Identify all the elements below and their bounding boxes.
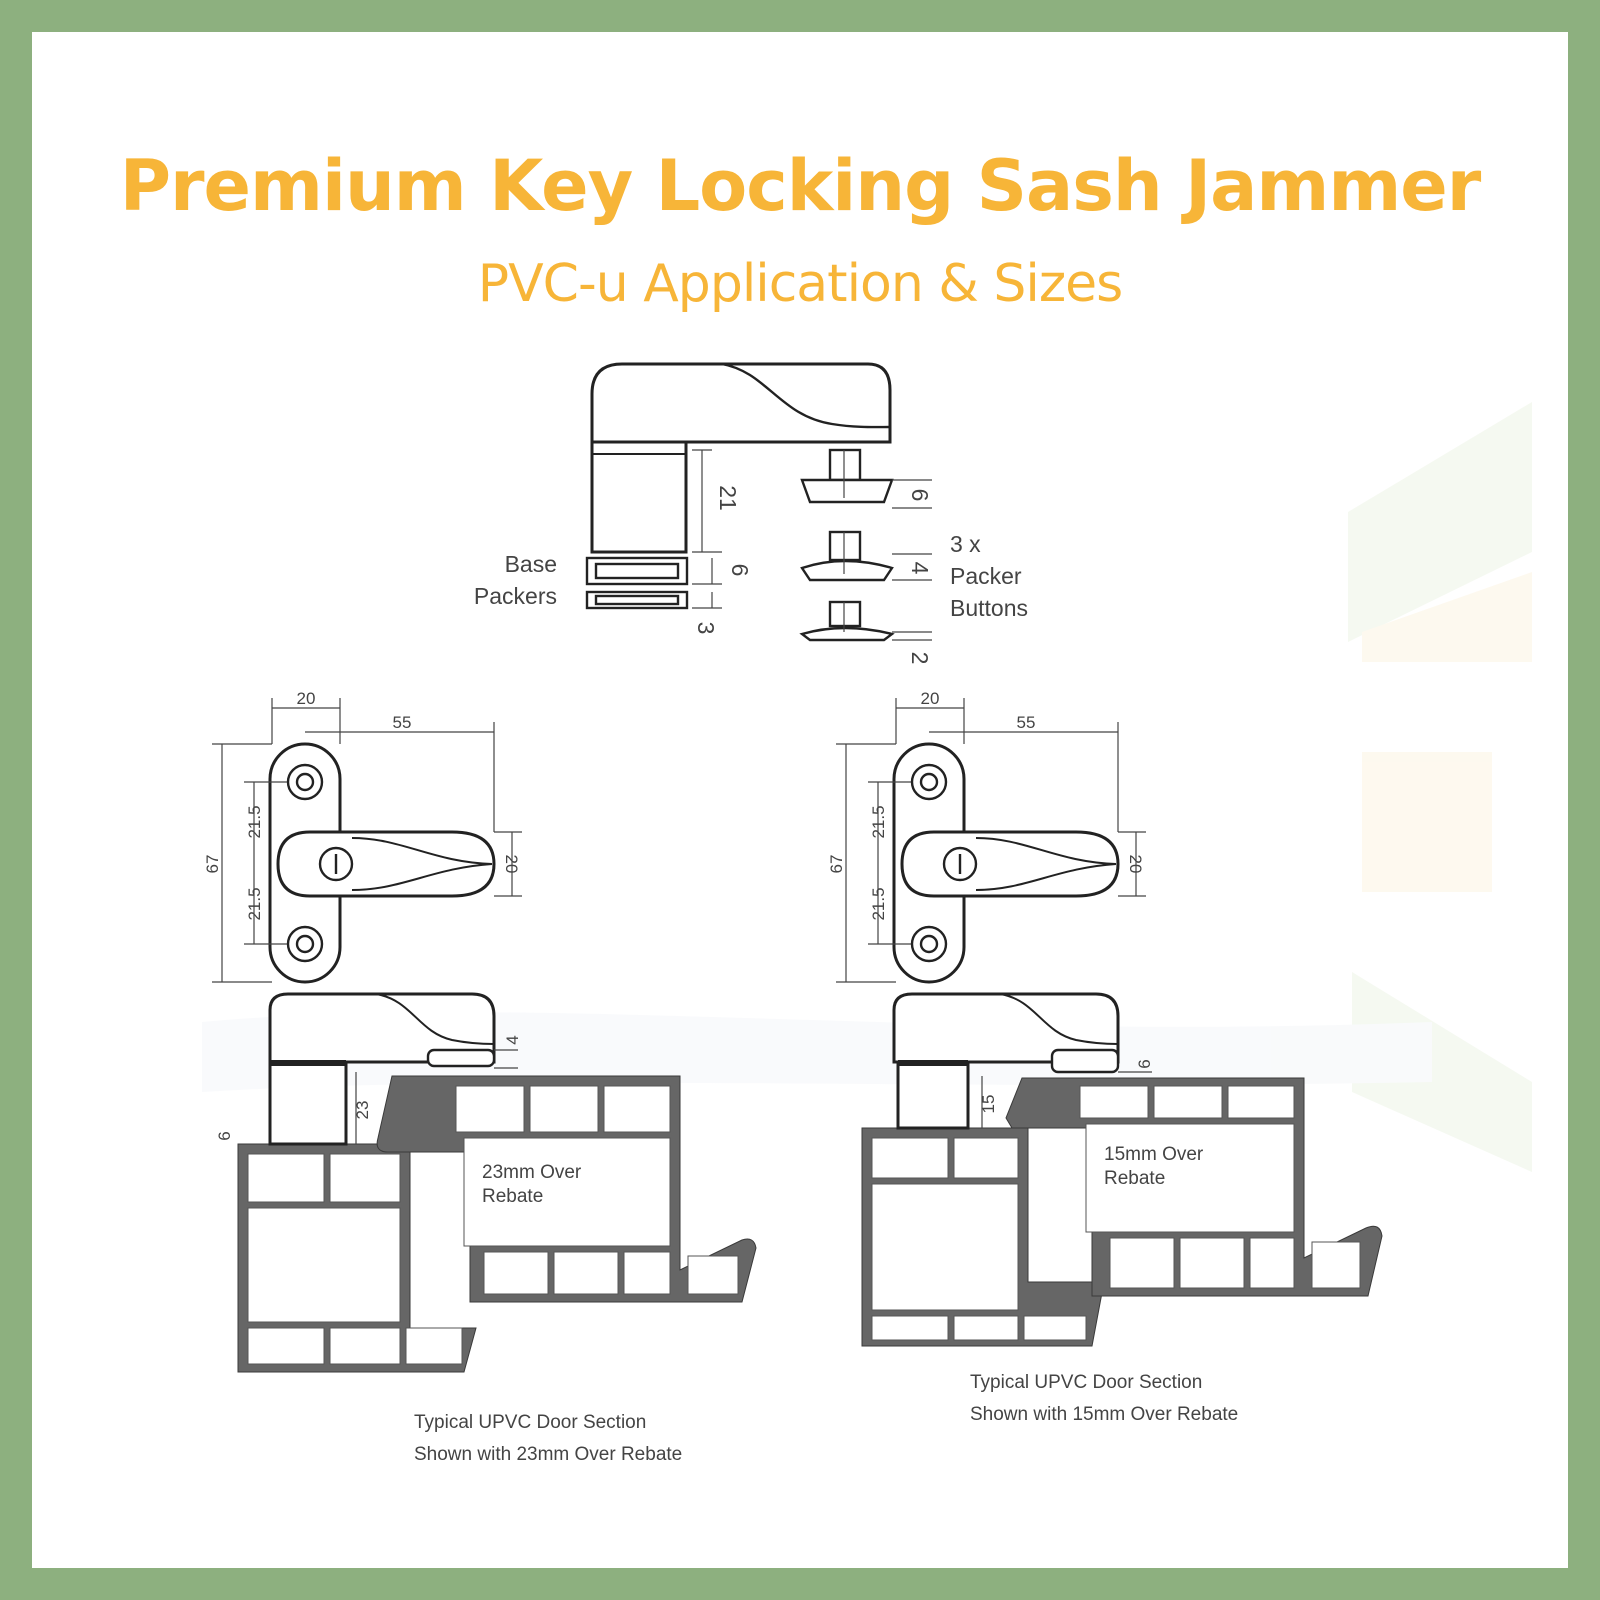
dim-side-23: 23	[353, 1101, 372, 1120]
dim-width-20: 20	[297, 689, 316, 708]
caption-line-1: Typical UPVC Door Section	[970, 1372, 1202, 1393]
front-view-left: 20 55 67 21.5 21.5 20	[203, 689, 522, 984]
over-rebate-label-1: 15mm Over	[1104, 1144, 1204, 1165]
dim-button-4: 4	[907, 562, 933, 575]
dim-side-15: 15	[979, 1095, 998, 1114]
dim-handle-20: 20	[1126, 855, 1145, 874]
packer-button-medium	[800, 530, 894, 582]
page-title: Premium Key Locking Sash Jammer	[119, 145, 1482, 227]
base-packers-label: Base	[505, 551, 557, 577]
jammer-curve-line	[721, 362, 891, 429]
packer-buttons-label-3: Buttons	[950, 595, 1028, 621]
dim-height-21: 21	[715, 485, 741, 511]
caption-line-2: Shown with 15mm Over Rebate	[970, 1404, 1238, 1425]
dim-half-top: 21.5	[869, 805, 888, 838]
caption-line-1: Typical UPVC Door Section	[414, 1412, 646, 1433]
caption-line-2: Shown with 23mm Over Rebate	[414, 1444, 682, 1465]
jammer-post	[590, 440, 688, 554]
dim-button-2: 2	[907, 652, 933, 665]
dim-top-6: 6	[1135, 1059, 1154, 1068]
front-view-right: 20 55 67 21.5 21.5 20	[827, 689, 1146, 984]
packer-button-large	[800, 448, 894, 504]
dim-height-67: 67	[203, 855, 222, 874]
dim-half-bottom: 21.5	[245, 887, 264, 920]
over-rebate-label-2: Rebate	[482, 1186, 543, 1207]
dim-half-bottom: 21.5	[869, 887, 888, 920]
packer-buttons-label-2: Packer	[950, 563, 1022, 589]
side-view-drawing: 21 6 3 Base Packers	[474, 362, 1028, 665]
page-subtitle: PVC-u Application & Sizes	[477, 254, 1123, 314]
door-section-15mm: 6 15 15mm Over Rebate Typical UPVC Door …	[861, 992, 1383, 1425]
packer-buttons-label-1: 3 x	[950, 531, 981, 557]
dim-packer-6: 6	[727, 564, 753, 577]
dim-packer-3: 3	[693, 622, 719, 635]
dim-top-4: 4	[503, 1035, 522, 1044]
dim-height-67: 67	[827, 855, 846, 874]
content-panel: Premium Key Locking Sash Jammer PVC-u Ap…	[32, 32, 1568, 1568]
dim-length-55: 55	[1017, 713, 1036, 732]
dim-width-20: 20	[921, 689, 940, 708]
dim-button-6: 6	[907, 489, 933, 502]
dim-offset-6: 6	[215, 1131, 234, 1140]
door-section-23mm: 4 23 6 23mm Over Rebate Typical UPVC Doo…	[215, 992, 757, 1465]
over-rebate-label-1: 23mm Over	[482, 1162, 582, 1183]
over-rebate-label-2: Rebate	[1104, 1168, 1165, 1189]
packer-button-small	[799, 600, 895, 642]
technical-drawing: 21 6 3 Base Packers	[202, 362, 1532, 1465]
base-packers-label-2: Packers	[474, 583, 557, 609]
jammer-body-side	[590, 362, 892, 462]
dim-half-top: 21.5	[245, 805, 264, 838]
dim-handle-20: 20	[502, 855, 521, 874]
dim-length-55: 55	[393, 713, 412, 732]
